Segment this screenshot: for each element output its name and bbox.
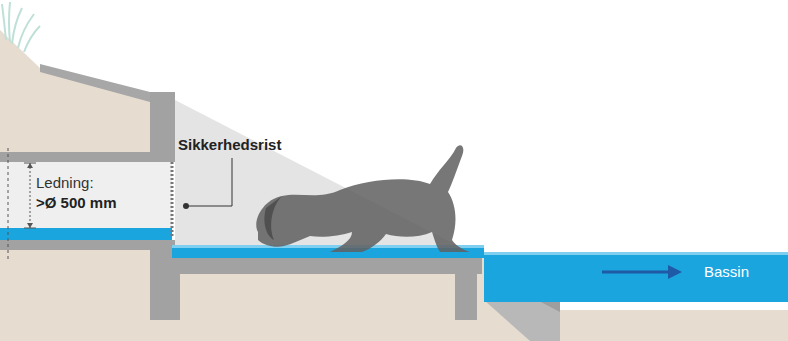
dimension-line [24,163,36,228]
area-label: Bassin [704,263,749,280]
pipe-interior [0,162,172,232]
flow-arrow [602,271,670,274]
footing [455,258,477,320]
callout-label: Sikkerhedsrist [178,136,281,153]
water [172,247,484,258]
slope-cap [40,64,150,102]
leader-dot [183,203,189,209]
slab [150,258,482,274]
embankment [175,100,470,252]
reference-line [8,148,9,262]
dimension-arrow [27,163,33,168]
part-label: Ledning: [36,174,94,191]
flow-arrowhead [668,265,682,279]
water-surface [484,252,788,255]
basin-water [484,254,788,302]
ground [560,310,788,341]
dimension-arrow [27,223,33,228]
water [0,228,172,240]
headwall [150,92,175,152]
pipe-wall [0,152,175,162]
dimension-label: >Ø 500 mm [36,194,116,211]
grass [2,2,40,52]
leader-line [188,158,232,206]
safety-grate [171,162,174,238]
dog-ear [264,196,282,240]
dog-silhouette [256,145,470,252]
pipe-wall [0,240,175,250]
